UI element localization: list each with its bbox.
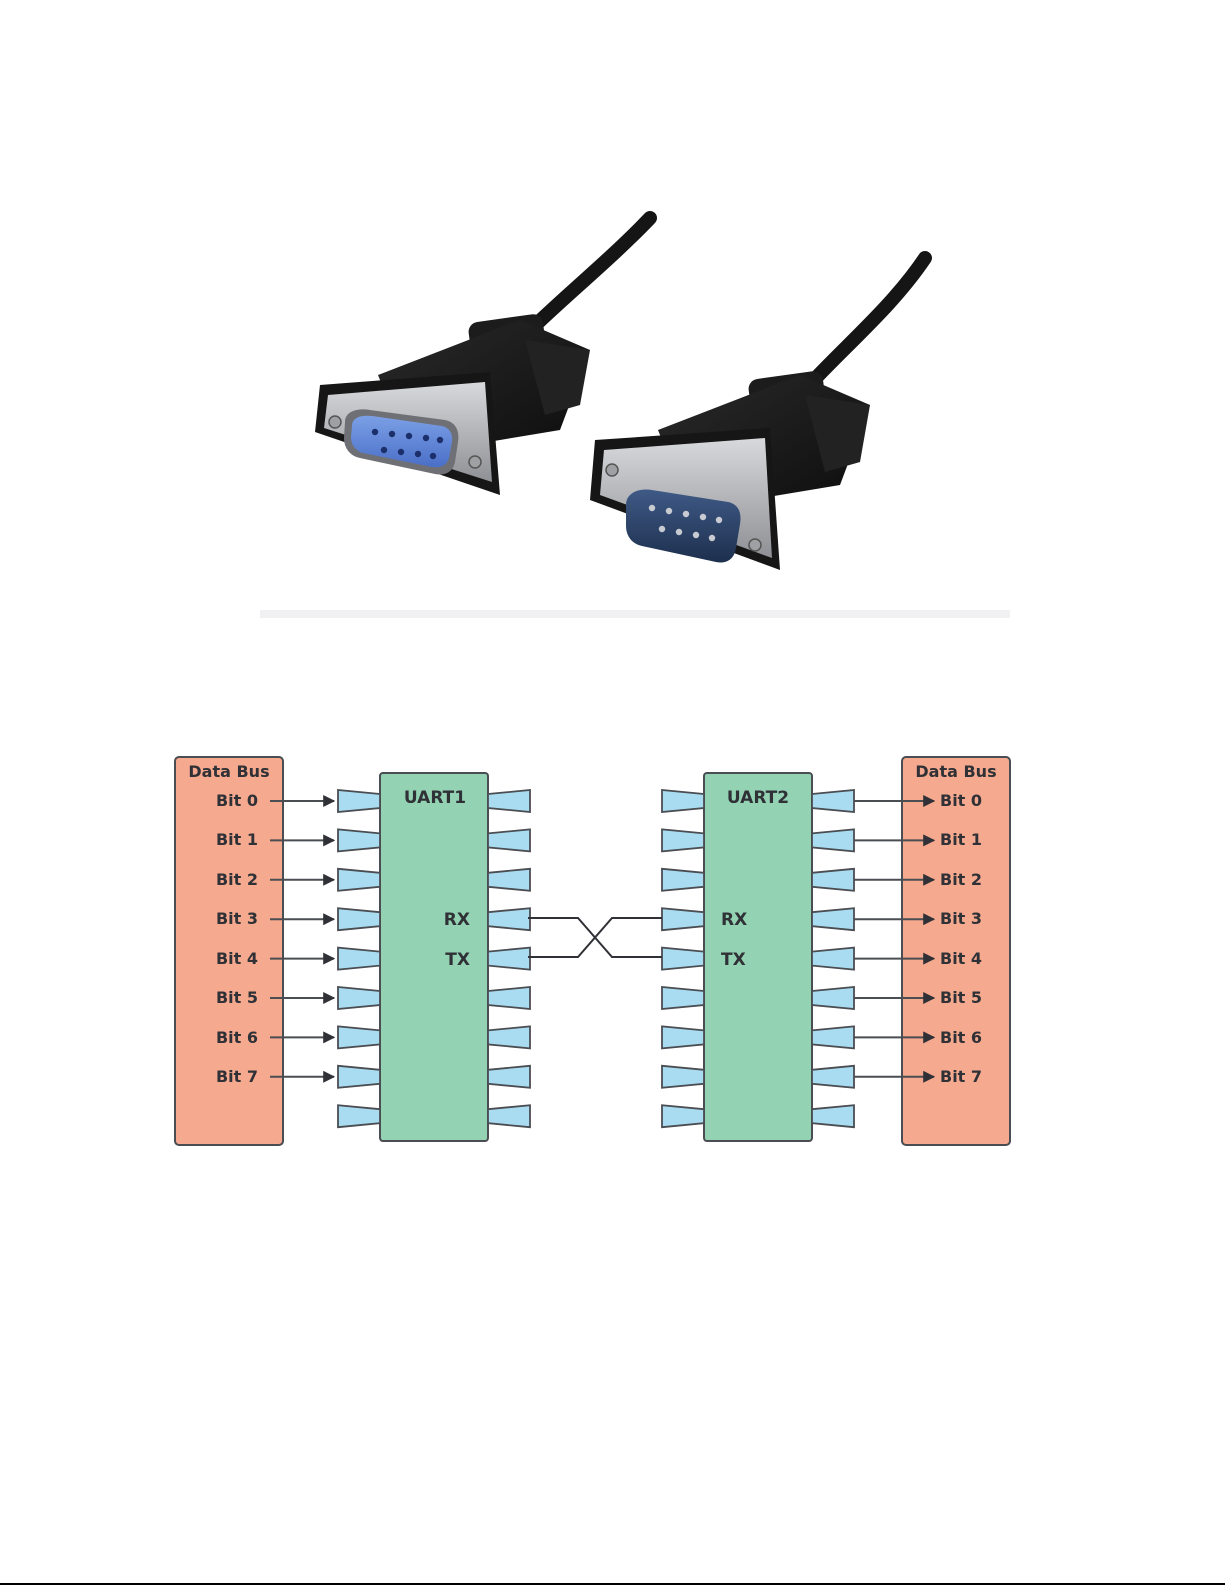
right-data-bus-title: Data Bus <box>915 762 996 781</box>
right-bit-label: Bit 1 <box>940 830 982 849</box>
uart2-right-pin <box>812 948 854 970</box>
uart1-left-pin <box>338 790 380 812</box>
serial-cable-photo <box>260 200 1010 620</box>
uart1-right-pin <box>488 1066 530 1088</box>
right-bit-label: Bit 4 <box>940 949 982 968</box>
uart1-chip <box>380 773 488 1141</box>
right-bit-label: Bit 3 <box>940 909 982 928</box>
uart1-left-pin <box>338 908 380 930</box>
uart2-left-pin <box>662 1105 704 1127</box>
uart1-rx-label: RX <box>444 910 470 930</box>
left-data-bus-title: Data Bus <box>188 762 269 781</box>
uart1-tx-to-uart2-rx-wire <box>528 918 662 957</box>
uart2-label: UART2 <box>727 788 789 808</box>
uart1-right-pin <box>488 829 530 851</box>
uart2-right-pin <box>812 908 854 930</box>
right-bit-label: Bit 6 <box>940 1028 982 1047</box>
uart1-left-pin <box>338 987 380 1009</box>
uart2-right-pin <box>812 987 854 1009</box>
left-bit-label: Bit 3 <box>216 909 258 928</box>
left-bit-label: Bit 1 <box>216 830 258 849</box>
left-bit-label: Bit 7 <box>216 1067 258 1086</box>
uart2-right-pin <box>812 1026 854 1048</box>
uart2-left-pin <box>662 987 704 1009</box>
uart1-left-pin <box>338 869 380 891</box>
right-bit-label: Bit 5 <box>940 988 982 1007</box>
left-bit-label: Bit 6 <box>216 1028 258 1047</box>
uart2-left-pin <box>662 948 704 970</box>
uart1-left-pin <box>338 1105 380 1127</box>
uart1-tx-label: TX <box>445 950 470 970</box>
left-bit-label: Bit 2 <box>216 870 258 889</box>
uart1-right-pin <box>488 790 530 812</box>
uart1-left-pin <box>338 1026 380 1048</box>
uart1-label: UART1 <box>404 788 466 808</box>
uart2-left-pin <box>662 1026 704 1048</box>
uart2-right-pin <box>812 1105 854 1127</box>
right-bit-label: Bit 2 <box>940 870 982 889</box>
uart1-right-pin <box>488 1105 530 1127</box>
uart2-right-pin <box>812 869 854 891</box>
uart1-left-pin <box>338 1066 380 1088</box>
uart2-right-pin <box>812 1066 854 1088</box>
uart1-right-pin <box>488 869 530 891</box>
uart1-right-pin <box>488 1026 530 1048</box>
male-db9-connector <box>590 258 925 570</box>
uart2-right-pin <box>812 790 854 812</box>
right-bit-label: Bit 7 <box>940 1067 982 1086</box>
uart2-tx-label: TX <box>721 950 746 970</box>
uart1-right-pin <box>488 908 530 930</box>
left-bit-label: Bit 5 <box>216 988 258 1007</box>
uart1-left-pin <box>338 948 380 970</box>
uart2-right-pin <box>812 829 854 851</box>
uart2-left-pin <box>662 869 704 891</box>
uart2-left-pin <box>662 790 704 812</box>
right-bit-label: Bit 0 <box>940 791 982 810</box>
left-bit-label: Bit 4 <box>216 949 258 968</box>
uart1-left-pin <box>338 829 380 851</box>
uart2-left-pin <box>662 829 704 851</box>
uart2-rx-label: RX <box>721 910 747 930</box>
uart1-right-pin <box>488 948 530 970</box>
left-bit-label: Bit 0 <box>216 791 258 810</box>
uart1-right-pin <box>488 987 530 1009</box>
uart2-left-pin <box>662 908 704 930</box>
uart-connection-diagram: Data Bus Data Bus UART1 UART2 Bit 0 Bit … <box>160 745 1030 1165</box>
uart2-left-pin <box>662 1066 704 1088</box>
